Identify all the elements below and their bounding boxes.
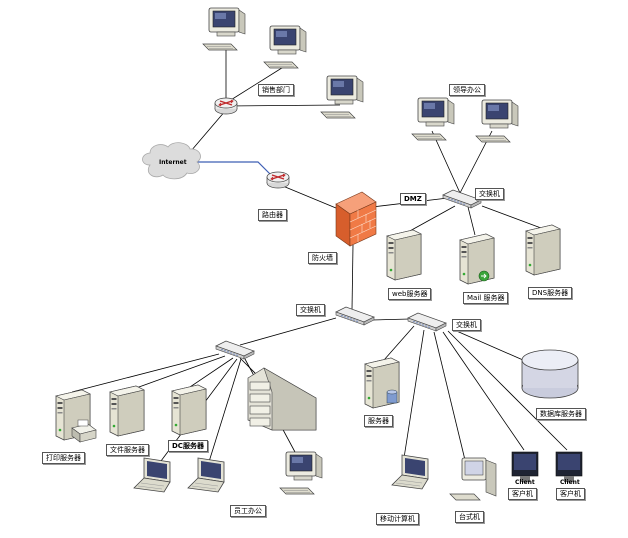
client-2-caption: Client bbox=[560, 479, 580, 486]
database-icon bbox=[521, 349, 579, 399]
laptop-icon-staff-1 bbox=[133, 457, 171, 493]
laptop-icon-staff-2 bbox=[187, 457, 225, 493]
mobile-computer-label: 移动计算机 bbox=[376, 513, 419, 525]
client-1-caption: Client bbox=[515, 479, 535, 486]
switch-right-label: 交换机 bbox=[452, 319, 481, 331]
client-2-label: 客户机 bbox=[556, 488, 585, 500]
computer-icon-leader-2 bbox=[475, 99, 519, 143]
switch-icon-right bbox=[407, 312, 447, 332]
disk-icon bbox=[386, 389, 398, 404]
client-icon-1 bbox=[511, 451, 539, 482]
connection-lines bbox=[71, 46, 568, 466]
switch-dmz-label: 交换机 bbox=[475, 188, 504, 200]
desktop-label: 台式机 bbox=[455, 511, 484, 523]
router-label: 路由器 bbox=[258, 209, 287, 221]
internet-link bbox=[196, 161, 275, 179]
db-server-label: 数据库服务器 bbox=[536, 408, 586, 420]
computer-icon-sales-1 bbox=[202, 7, 246, 51]
firewall-label: 防火墙 bbox=[308, 252, 337, 264]
print-server-label: 打印服务器 bbox=[42, 452, 85, 464]
desktop-icon bbox=[449, 457, 497, 501]
leader-office-label: 领导办公 bbox=[449, 84, 485, 96]
router-icon bbox=[266, 171, 290, 189]
client-icon-2 bbox=[555, 451, 583, 482]
laptop-icon-mobile bbox=[391, 454, 429, 490]
computer-icon-sales-2 bbox=[263, 25, 307, 69]
server-icon-web bbox=[386, 229, 422, 281]
server-icon-file bbox=[109, 385, 145, 437]
internet-cloud bbox=[142, 142, 201, 180]
router-icon-sales bbox=[214, 97, 238, 115]
mail-server-label: Mail 服务器 bbox=[463, 292, 509, 304]
client-1-label: 客户机 bbox=[508, 488, 537, 500]
server-icon-dc bbox=[171, 384, 207, 436]
dns-server-label: DNS服务器 bbox=[528, 287, 573, 299]
printer-icon bbox=[71, 419, 97, 443]
staff-office-label: 员工办公 bbox=[230, 505, 266, 517]
dmz-label: DMZ bbox=[400, 193, 426, 205]
switch-icon-core bbox=[335, 306, 375, 326]
server-label: 服务器 bbox=[364, 415, 393, 427]
server-icon-dns bbox=[525, 224, 561, 276]
computer-icon-sales-3 bbox=[320, 75, 364, 119]
server-rack-icon bbox=[247, 367, 317, 431]
switch-icon-left bbox=[215, 340, 255, 360]
computer-icon-leader-1 bbox=[411, 97, 455, 141]
dc-server-label: DC服务器 bbox=[168, 440, 208, 452]
web-server-label: web服务器 bbox=[388, 288, 432, 300]
firewall-icon bbox=[335, 191, 377, 247]
computer-icon-staff bbox=[279, 451, 323, 495]
file-server-label: 文件服务器 bbox=[106, 444, 149, 456]
internet-label: Internet bbox=[159, 159, 187, 166]
sales-dept-label: 销售部门 bbox=[258, 84, 294, 96]
switch-core-label: 交换机 bbox=[296, 304, 325, 316]
